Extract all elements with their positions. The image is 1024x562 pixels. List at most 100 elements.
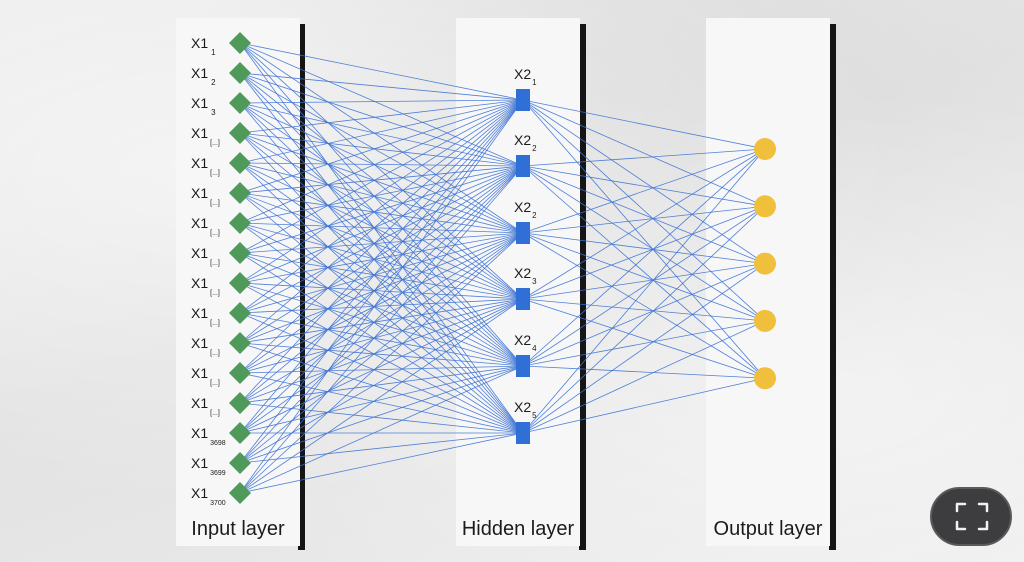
edge-input-3-hidden-2 [239, 102, 524, 167]
edge-input-13-hidden-6 [239, 402, 524, 434]
edge-hidden-4-output-2 [522, 205, 766, 300]
edge-input-9-hidden-2 [239, 165, 524, 284]
edge-input-6-hidden-1 [239, 99, 524, 194]
input-node-3 [229, 92, 251, 114]
hidden-node-2 [516, 155, 530, 177]
output-node-2 [754, 195, 776, 218]
input-node-15 [229, 452, 251, 474]
edge-input-13-hidden-1 [239, 99, 524, 404]
edge-input-8-hidden-2 [239, 165, 524, 254]
edge-input-7-hidden-3 [239, 222, 524, 234]
edge-input-4-hidden-4 [239, 132, 524, 300]
hidden-layer-title: Hidden layer [461, 518, 575, 540]
edge-input-8-hidden-6 [239, 252, 524, 434]
edge-input-6-hidden-4 [239, 192, 524, 300]
edge-input-15-hidden-2 [239, 165, 524, 464]
edge-input-16-hidden-5 [239, 365, 524, 494]
edge-input-14-hidden-1 [239, 99, 524, 434]
edge-hidden-4-output-4 [522, 298, 766, 322]
hidden-node-5 [516, 355, 530, 377]
edge-input-11-hidden-6 [239, 342, 524, 434]
input-node-label-15: X13699 [191, 455, 226, 477]
hidden-node-4 [516, 288, 530, 310]
edge-input-9-hidden-3 [239, 232, 524, 284]
edge-input-15-hidden-3 [239, 232, 524, 464]
edge-input-1-hidden-2 [239, 42, 524, 167]
edge-input-10-hidden-3 [239, 232, 524, 314]
output-layer-panel [706, 18, 830, 546]
input-node-11 [229, 332, 251, 354]
hidden-node-1 [516, 89, 530, 111]
edge-input-5-hidden-5 [239, 162, 524, 367]
input-node-label-16: X13700 [191, 485, 226, 507]
input-node-8 [229, 242, 251, 264]
input-node-16 [229, 482, 251, 504]
edge-input-12-hidden-2 [239, 165, 524, 374]
input-node-10 [229, 302, 251, 324]
edge-hidden-2-output-5 [522, 165, 766, 379]
edge-input-11-hidden-2 [239, 165, 524, 344]
edge-hidden-6-output-2 [522, 206, 766, 434]
edge-input-5-hidden-2 [239, 162, 524, 167]
input-node-7 [229, 212, 251, 234]
edge-input-7-hidden-2 [239, 165, 524, 224]
edge-input-2-hidden-3 [239, 72, 524, 234]
edge-input-1-hidden-6 [239, 42, 524, 434]
edge-hidden-1-output-4 [522, 99, 766, 322]
edge-input-14-hidden-5 [239, 365, 524, 434]
edge-input-14-hidden-2 [239, 165, 524, 434]
edge-input-4-hidden-6 [239, 132, 524, 434]
edge-hidden-6-output-3 [522, 263, 766, 434]
edge-input-11-hidden-4 [239, 298, 524, 344]
input-layer-title: Input layer [191, 518, 285, 540]
edge-input-12-hidden-4 [239, 298, 524, 374]
edge-hidden-2-output-1 [522, 148, 766, 167]
edge-input-15-hidden-1 [239, 99, 524, 464]
edge-hidden-6-output-1 [522, 148, 766, 434]
hidden-layer-panel-shadow [579, 24, 586, 550]
edge-input-7-hidden-4 [239, 222, 524, 300]
edge-input-8-hidden-4 [239, 252, 524, 300]
edge-input-1-hidden-3 [239, 42, 524, 234]
edge-input-8-hidden-5 [239, 252, 524, 367]
edge-input-3-hidden-6 [239, 102, 524, 434]
edge-hidden-3-output-4 [522, 232, 766, 322]
edge-input-1-hidden-1 [239, 42, 524, 101]
hidden-node-label-1: X21 [514, 66, 537, 87]
edge-input-2-hidden-6 [239, 72, 524, 434]
fullscreen-button[interactable] [930, 487, 1012, 546]
edge-input-10-hidden-6 [239, 312, 524, 434]
edge-hidden-5-output-2 [522, 205, 766, 367]
edge-input-11-hidden-1 [239, 99, 524, 344]
edge-input-5-hidden-6 [239, 162, 524, 434]
edge-input-4-hidden-1 [239, 99, 524, 134]
hidden-node-6 [516, 422, 530, 444]
output-node-3 [754, 252, 776, 275]
edge-input-1-hidden-5 [239, 42, 524, 367]
output-node-5 [754, 367, 776, 390]
input-node-label-11: X1[...] [191, 335, 220, 357]
edge-input-7-hidden-1 [239, 99, 524, 224]
edge-input-16-hidden-4 [239, 298, 524, 494]
edge-input-9-hidden-1 [239, 99, 524, 284]
edge-input-13-hidden-3 [239, 232, 524, 404]
edge-input-5-hidden-3 [239, 162, 524, 234]
edge-input-9-hidden-5 [239, 282, 524, 367]
edge-input-16-hidden-1 [239, 99, 524, 494]
edge-input-3-hidden-5 [239, 102, 524, 367]
edge-hidden-6-output-4 [522, 320, 766, 434]
edge-hidden-6-output-5 [522, 377, 766, 434]
input-node-label-2: X12 [191, 65, 216, 87]
input-node-label-12: X1[...] [191, 365, 220, 387]
edge-input-2-hidden-5 [239, 72, 524, 367]
edge-input-15-hidden-6 [239, 432, 524, 464]
input-node-13 [229, 392, 251, 414]
input-node-9 [229, 272, 251, 294]
edge-input-13-hidden-4 [239, 298, 524, 404]
edge-input-10-hidden-2 [239, 165, 524, 314]
edge-hidden-1-output-1 [522, 99, 766, 150]
edge-input-11-hidden-3 [239, 232, 524, 344]
edge-input-3-hidden-1 [239, 99, 524, 104]
hidden-node-label-6: X25 [514, 399, 537, 420]
output-node-1 [754, 138, 776, 160]
